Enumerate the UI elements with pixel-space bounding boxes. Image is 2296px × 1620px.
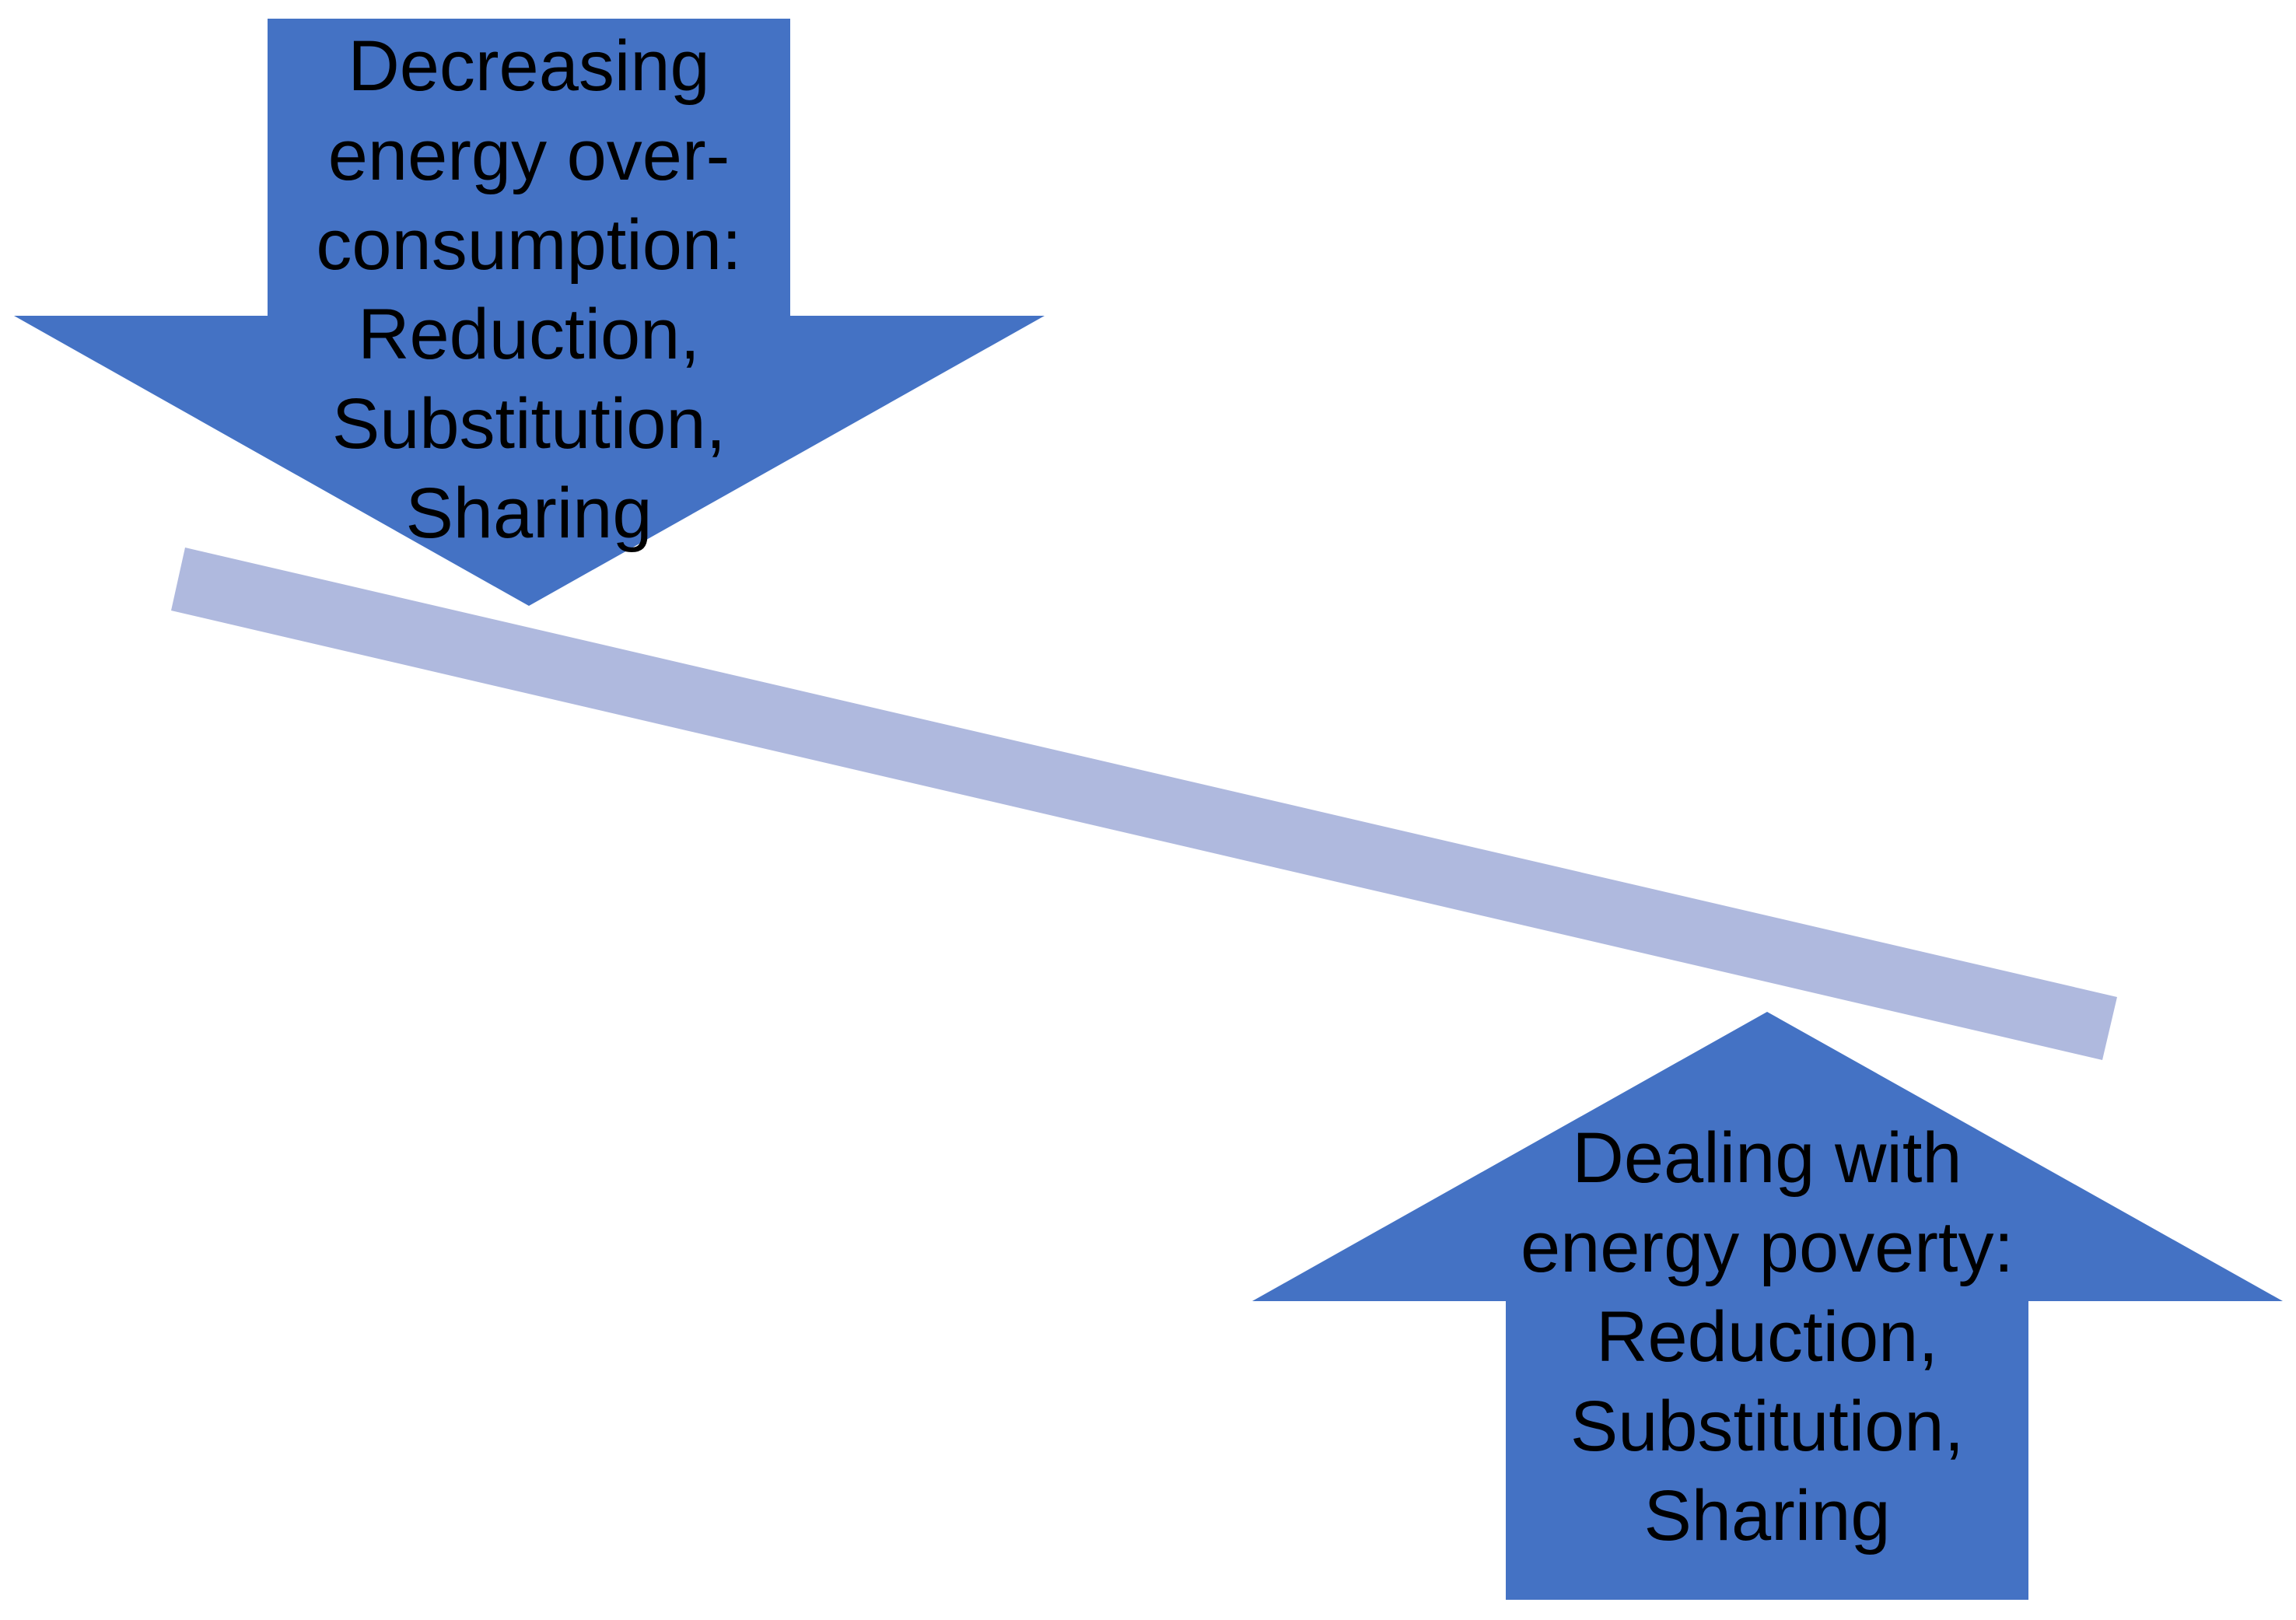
down-arrow-label: Decreasing energy over- consumption: Red… xyxy=(316,26,742,553)
seesaw-beam xyxy=(171,548,2117,1060)
up-arrow-shape xyxy=(1252,1012,2283,1600)
down-arrow-shape xyxy=(14,19,1045,606)
up-arrow-label: Dealing with energy poverty: Reduction, … xyxy=(1520,1118,2014,1555)
